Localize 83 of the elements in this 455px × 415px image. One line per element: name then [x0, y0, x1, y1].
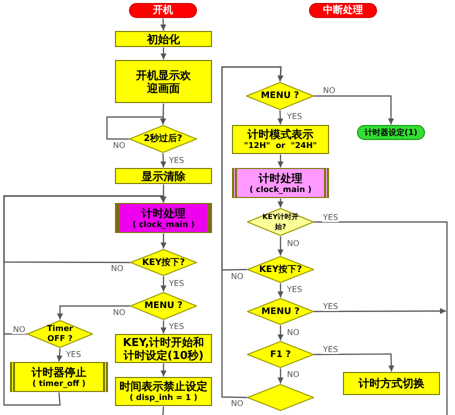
- box-text: ( disp_inh = 1 ): [130, 393, 198, 403]
- arrow: [314, 353, 394, 372]
- box-text: 中断处理: [323, 4, 363, 17]
- subroutine-box: [115, 203, 212, 233]
- edge-label: NO: [112, 308, 126, 317]
- terminal-box: [309, 3, 377, 18]
- edge-label: NO: [230, 272, 244, 281]
- edge-label: YES: [322, 345, 340, 354]
- edge-label: NO: [12, 325, 26, 334]
- edge-label: YES: [168, 322, 186, 331]
- decision-text: KEY按下?: [142, 258, 185, 268]
- edge-label: YES: [286, 285, 304, 294]
- arrow: [278, 236, 284, 256]
- edge-label: NO: [322, 86, 336, 95]
- arrow: [277, 110, 284, 125]
- box-text: ( clock_main ): [132, 220, 195, 230]
- subroutine-box: [232, 168, 329, 198]
- edge-label: YES: [322, 213, 340, 222]
- arrow: [3, 195, 166, 406]
- decision-text: Timer OFF ?: [46, 324, 74, 344]
- edge-label: NO: [286, 239, 300, 248]
- arrow: [160, 153, 166, 168]
- subroutine-box: [10, 362, 108, 392]
- process-box: [115, 31, 212, 47]
- edge-label: YES: [65, 350, 82, 359]
- arrow: [278, 154, 284, 168]
- box-text: 时间表示禁止设定: [120, 380, 208, 393]
- decision-text: MENU ?: [261, 306, 300, 316]
- decision-text: MENU ?: [260, 91, 300, 101]
- arrow: [160, 184, 166, 202]
- arrow: [278, 368, 284, 384]
- arrow: [160, 320, 166, 334]
- box-text: 计时模式表示: [248, 128, 314, 141]
- edge-label: NO: [286, 328, 300, 337]
- arrow: [160, 276, 166, 292]
- edge-label: NO: [230, 399, 244, 408]
- arrow: [160, 234, 166, 248]
- box-text: ( clock_main ): [249, 184, 312, 194]
- box-text: KEY,计时开始和计时设定(10秒): [122, 336, 206, 362]
- edge-label: YES: [168, 279, 186, 288]
- box-text: 计时处理: [258, 172, 302, 184]
- box-text: 计时处理: [142, 206, 186, 220]
- arrow: [57, 305, 130, 320]
- box-text: 初始化: [147, 32, 180, 46]
- arrow: [314, 308, 446, 314]
- edge-label: YES: [168, 156, 186, 165]
- decision-text: F1 ?: [270, 350, 291, 360]
- box-text: "12H" or "24H": [244, 141, 317, 151]
- process-box: [115, 168, 212, 184]
- arrow: [56, 348, 62, 362]
- decision-text: KEY按下?: [259, 264, 302, 274]
- arrow: [160, 48, 166, 60]
- arrow: [314, 95, 394, 124]
- box-text: 计时器停止: [32, 366, 86, 378]
- loop-arrow: [106, 116, 166, 140]
- process-box: [232, 125, 329, 154]
- edge-label: NO: [112, 141, 126, 150]
- connector-line: [314, 221, 448, 415]
- process-box: [115, 377, 212, 406]
- process-box: [115, 60, 212, 103]
- arrow: [278, 198, 284, 208]
- process-box: [115, 334, 212, 363]
- decision-text: MENU ?: [144, 301, 183, 311]
- process-box: [343, 372, 440, 395]
- box-text: 显示清除: [142, 170, 186, 182]
- terminal-box: [357, 125, 425, 140]
- box-text: 计时器设定(1): [364, 127, 418, 139]
- arrow: [278, 284, 284, 298]
- arrow: [278, 326, 284, 340]
- terminal-box: [129, 3, 197, 18]
- box-text: 开机: [153, 4, 173, 17]
- box-text: ( timer_off ): [32, 378, 86, 388]
- edge-label: NO: [286, 370, 300, 379]
- decision-text: 2秒过后?: [144, 134, 182, 144]
- arrow: [160, 18, 166, 31]
- edge-label: YES: [322, 302, 340, 311]
- box-text: 计时方式切换: [358, 377, 424, 390]
- connector-line: [162, 406, 164, 415]
- box-text: 开机显示欢迎画面: [135, 68, 192, 94]
- edge-label: YES: [286, 112, 304, 121]
- arrow: [221, 66, 284, 398]
- edge-label: NO: [110, 264, 124, 273]
- arrow: [160, 364, 166, 376]
